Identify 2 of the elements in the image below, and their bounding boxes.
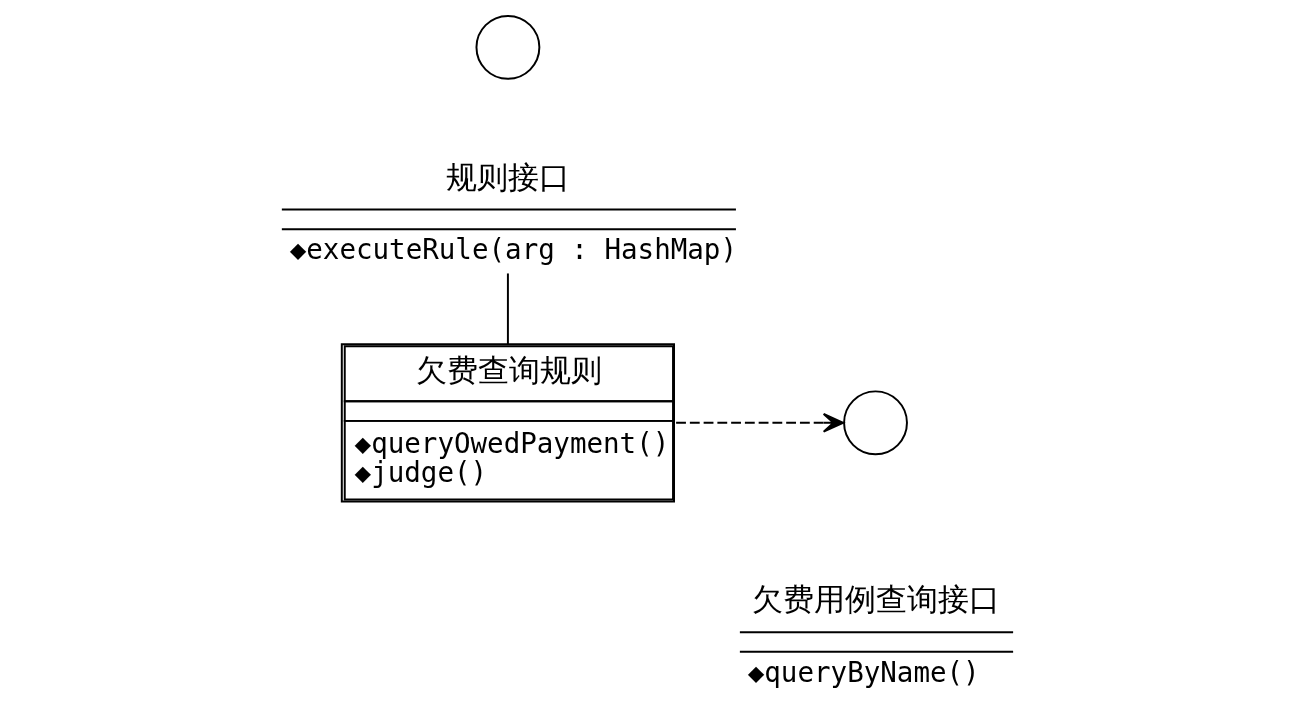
node-text: 规则接口 ◆executeRule(arg : HashMap) xyxy=(289,158,737,266)
node-text: 欠费用例查询接口 ◆queryByName() xyxy=(747,581,1000,688)
